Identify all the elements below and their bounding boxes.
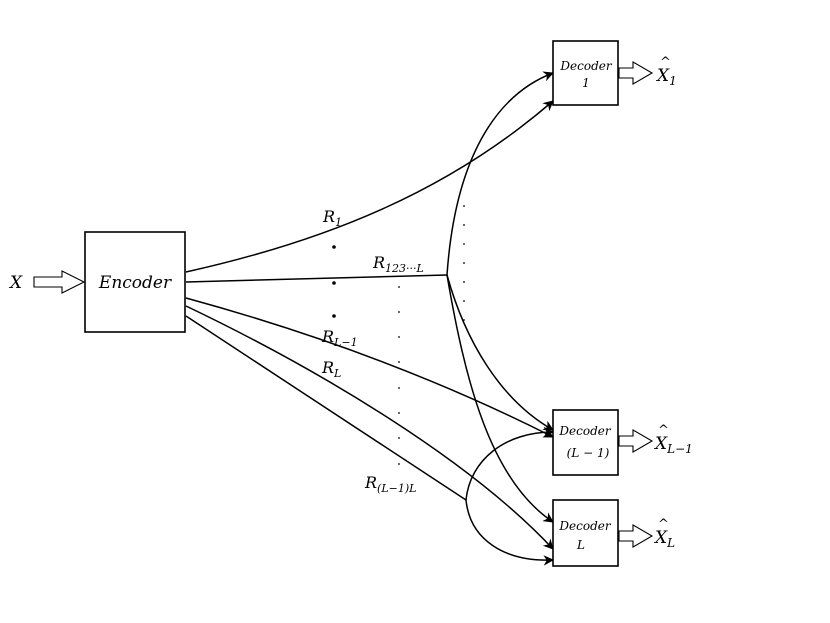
output-arrow-l-minus-1 — [618, 429, 654, 453]
decoder-1-label: Decoder — [559, 59, 612, 73]
ellipsis-dot — [332, 245, 336, 249]
decoder-l-box — [552, 499, 619, 567]
hat-icon-l: ^ — [658, 517, 669, 532]
input-label: X — [8, 273, 23, 293]
rate-label-r1: R1 — [322, 207, 342, 229]
edge-junction-dl — [446, 274, 554, 523]
ellipsis-dot — [332, 314, 336, 318]
edge-branch-dl1 — [465, 426, 555, 501]
edge-branch-dl — [465, 499, 555, 566]
decoder-1-box — [552, 40, 619, 106]
decoder-l-label: Decoder — [558, 519, 611, 533]
ellipsis-dot — [332, 281, 336, 285]
decoder-l-minus-1-box — [552, 409, 619, 476]
output-arrow-l — [618, 524, 654, 548]
edge-r123l — [185, 274, 448, 283]
input-arrow — [33, 270, 86, 294]
edge-junction-dl1 — [446, 274, 554, 431]
encoder-label: Encoder — [98, 273, 172, 293]
rate-label-rl1l: R(L−1)L — [364, 473, 416, 495]
output-label-l-minus-1: XL−1 — [653, 434, 693, 456]
edge-rl1 — [185, 297, 554, 438]
rate-label-r123l: R123···L — [372, 253, 424, 275]
edge-rl1l — [185, 315, 467, 501]
hat-icon-l-minus-1: ^ — [658, 423, 669, 438]
decoder-l-index: L — [576, 538, 585, 552]
decoder-l-minus-1-label: Decoder — [558, 424, 611, 438]
encoder-box — [84, 231, 186, 333]
rate-label-rl: RL — [321, 358, 341, 380]
rate-label-rl1: RL−1 — [321, 327, 358, 349]
dotted-column-middle — [398, 286, 400, 465]
decoder-l-minus-1-index: (L − 1) — [567, 446, 610, 460]
edge-r1 — [185, 100, 554, 273]
output-label-l: XL — [653, 528, 675, 550]
dotted-column-right — [463, 205, 465, 321]
output-label-1: X1 — [655, 66, 677, 88]
edge-junction-d1 — [446, 71, 554, 276]
hat-icon-1: ^ — [660, 55, 671, 70]
output-arrow-1 — [618, 61, 654, 85]
decoder-1-index: 1 — [582, 76, 590, 90]
edge-rl — [185, 305, 554, 550]
